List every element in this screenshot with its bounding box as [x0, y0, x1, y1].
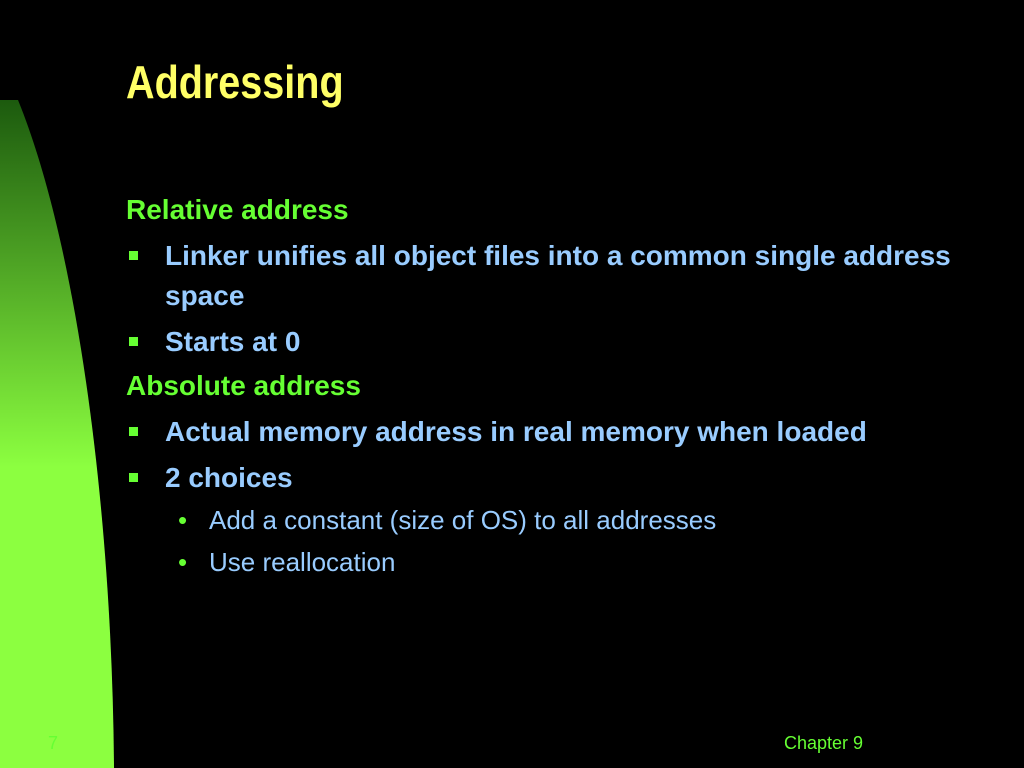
heading-relative-address: Relative address — [126, 194, 349, 225]
bullet-text: 2 choices — [165, 462, 293, 493]
square-bullet-icon — [129, 473, 138, 482]
sub-bullet-use-reallocation: • Use reallocation — [126, 544, 1006, 580]
square-bullet-icon — [129, 337, 138, 346]
slide-content: Relative address Linker unifies all obje… — [126, 190, 1006, 586]
square-bullet-icon — [129, 251, 138, 260]
bullet-starts-at-zero: Starts at 0 — [126, 322, 1006, 362]
green-band-shape — [0, 100, 114, 768]
bullet-text: Linker unifies all object files into a c… — [165, 240, 951, 311]
square-bullet-icon — [129, 427, 138, 436]
slide-title: Addressing — [126, 56, 344, 108]
sub-bullet-text: Add a constant (size of OS) to all addre… — [209, 505, 717, 535]
bullet-two-choices: 2 choices — [126, 458, 1006, 498]
bullet-text: Actual memory address in real memory whe… — [165, 416, 867, 447]
round-bullet-icon: • — [178, 547, 188, 577]
sub-bullet-add-constant: • Add a constant (size of OS) to all add… — [126, 502, 1006, 538]
sub-bullet-text: Use reallocation — [209, 547, 396, 577]
chapter-label: Chapter 9 — [784, 733, 864, 753]
bullet-text: Starts at 0 — [165, 326, 301, 357]
page-number: 7 — [48, 733, 59, 753]
heading-absolute-address: Absolute address — [126, 370, 361, 401]
bullet-linker-unifies: Linker unifies all object files into a c… — [126, 236, 1006, 316]
bullet-actual-memory-address: Actual memory address in real memory whe… — [126, 412, 1006, 452]
round-bullet-icon: • — [178, 505, 188, 535]
